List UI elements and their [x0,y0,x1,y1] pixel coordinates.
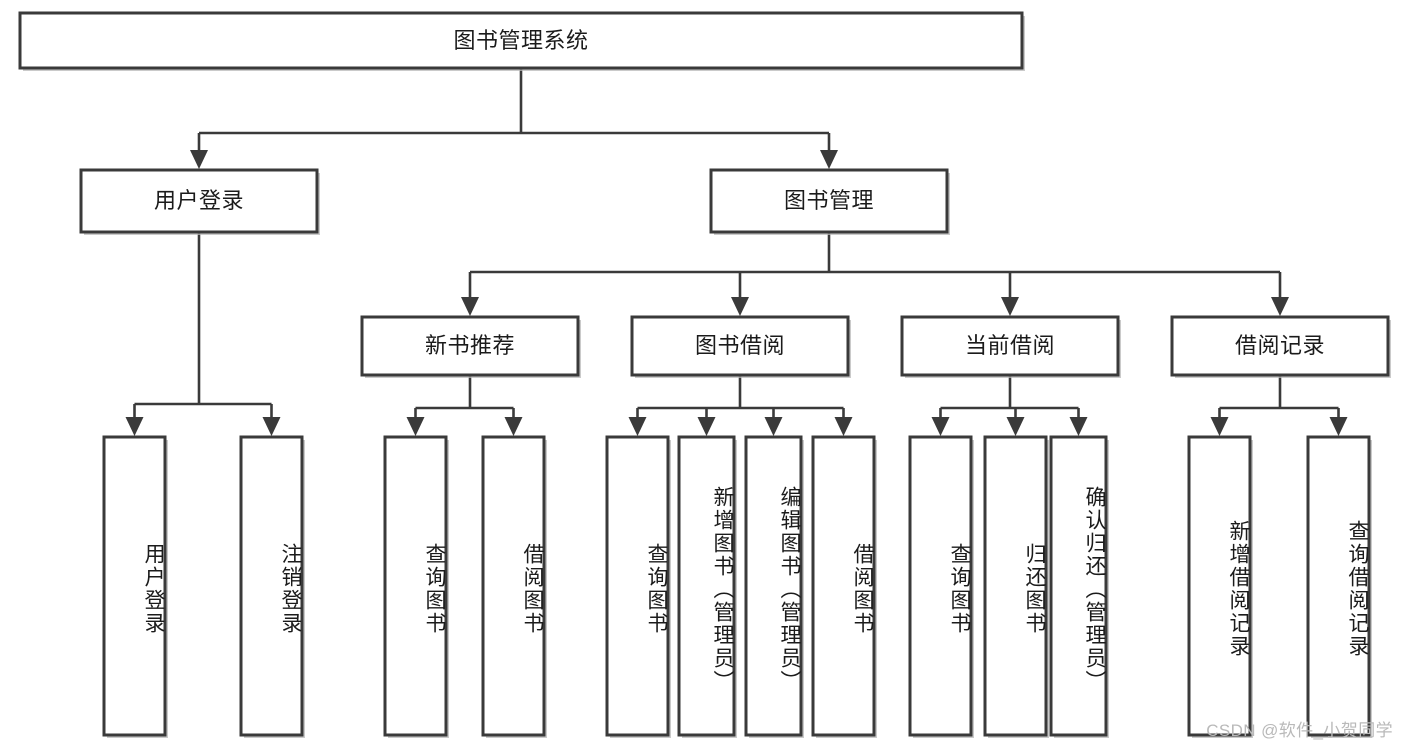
node-box-record[interactable] [1170,315,1390,377]
arrow-head-icon [834,417,853,436]
node-box-l4-7[interactable] [744,435,803,737]
node-box-l4-4[interactable] [481,435,546,737]
arrow-head-icon [504,417,523,436]
node-layer [18,11,1391,738]
node-box-user-login[interactable] [79,168,319,234]
node-box-new-book[interactable] [360,315,580,377]
arrow-head-icon [125,417,144,436]
arrow-head-icon [731,297,749,316]
node-box-l4-13[interactable] [1306,435,1371,737]
node-box-l4-3[interactable] [383,435,448,737]
arrow-head-icon [1210,417,1229,436]
watermark-text: CSDN @软件_小贺同学 [1206,721,1393,740]
arrow-head-icon [461,297,479,316]
node-box-l4-5[interactable] [605,435,670,737]
arrow-head-icon [1006,417,1025,436]
node-box-current[interactable] [900,315,1120,377]
arrow-head-icon [697,417,716,436]
node-box-l4-11[interactable] [1049,435,1108,737]
arrow-head-icon [262,417,281,436]
arrow-head-icon [764,417,783,436]
arrow-head-icon [1001,297,1019,316]
arrow-head-icon [1069,417,1088,436]
arrow-head-icon [931,417,950,436]
arrow-head-icon [190,150,208,169]
node-box-l4-12[interactable] [1187,435,1252,737]
node-box-l4-8[interactable] [811,435,876,737]
node-box-borrow[interactable] [630,315,850,377]
connector-layer [125,68,1348,436]
node-box-l4-2[interactable] [239,435,304,737]
arrow-head-icon [628,417,647,436]
node-box-book-manage[interactable] [709,168,949,234]
node-box-l4-1[interactable] [102,435,167,737]
node-box-l4-10[interactable] [983,435,1048,737]
arrow-head-icon [820,150,838,169]
arrow-head-icon [1329,417,1348,436]
node-box-l4-6[interactable] [677,435,736,737]
arrow-head-icon [406,417,425,436]
node-box-root[interactable] [18,11,1024,70]
arrow-head-icon [1271,297,1289,316]
node-box-l4-9[interactable] [908,435,973,737]
